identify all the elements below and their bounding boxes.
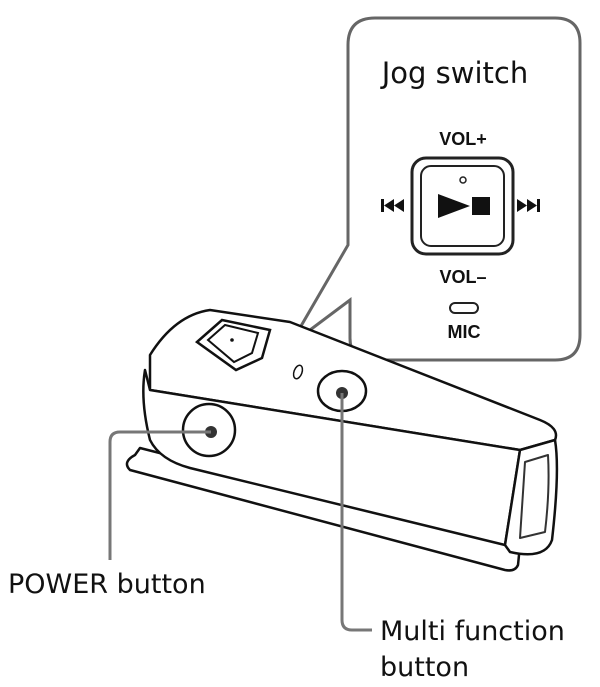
multi-function-leader-line: [340, 393, 372, 632]
callout-title: Jog switch: [380, 56, 529, 90]
jog-switch-callout: Jog switch VOL+ VOL– MIC: [288, 16, 582, 362]
multi-function-label-line2: button: [380, 652, 469, 683]
power-button-label: POWER button: [8, 569, 206, 600]
previous-icon: [381, 199, 404, 212]
belt-clip: [125, 446, 522, 572]
mic-slot: [449, 302, 479, 314]
tactile-dot: [459, 176, 467, 184]
end-face-window: [519, 454, 550, 539]
power-leader-line: [108, 430, 211, 560]
multi-function-label-line1: Multi function: [380, 616, 565, 647]
device-mic-hole: [292, 364, 304, 380]
vol-down-label: VOL–: [439, 267, 486, 287]
play-stop-icon: [438, 194, 490, 218]
device-front-face: [142, 368, 522, 547]
vol-up-label: VOL+: [439, 129, 487, 149]
next-icon: [517, 199, 540, 212]
mic-label: MIC: [448, 322, 481, 342]
device-jog-switch: [194, 318, 272, 372]
